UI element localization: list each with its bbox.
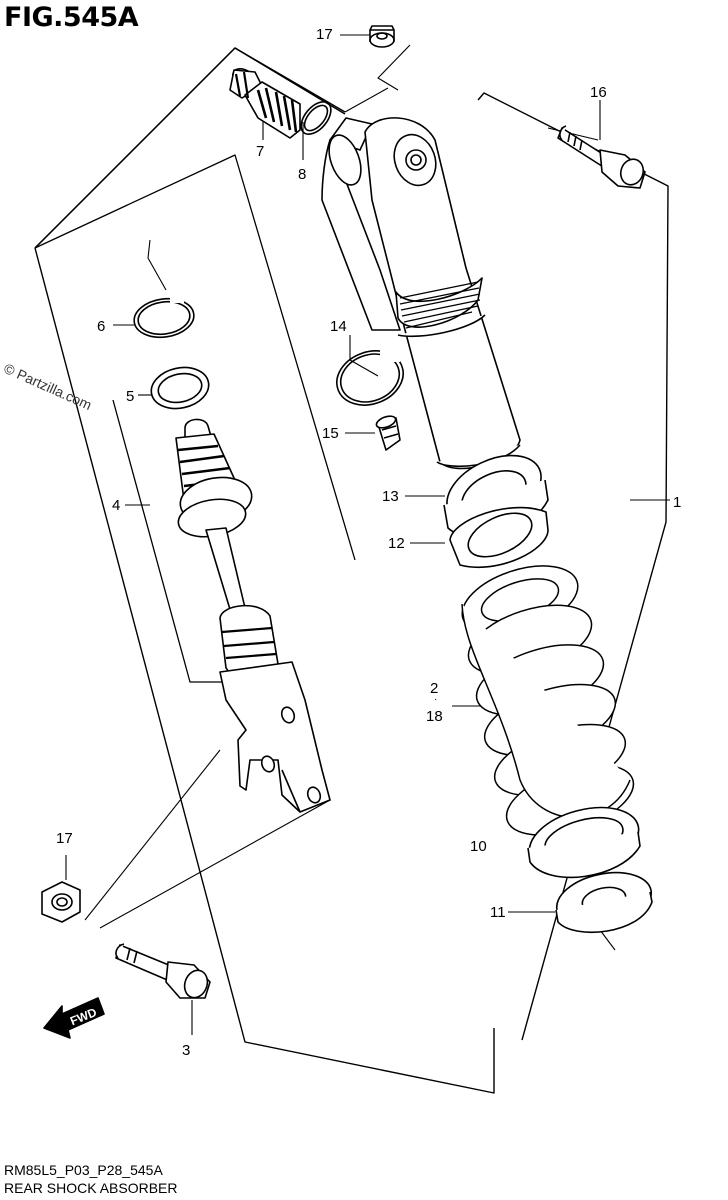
callout-12: 14 — [330, 318, 347, 335]
callout-2: 2 — [430, 680, 439, 697]
part-4-washer — [150, 366, 210, 410]
callout-4: 5 — [126, 388, 135, 405]
assembly-outline-bottom — [34, 247, 495, 1094]
callout-10: 12 — [388, 535, 405, 552]
part-13-valve-cap — [375, 415, 401, 451]
leader-lines — [65, 34, 670, 1035]
part-7-o-ring — [300, 101, 332, 135]
figure-title: FIG.545A — [4, 2, 139, 33]
part-14-bolt — [115, 943, 211, 999]
part-5-circlip — [133, 295, 195, 339]
part-6-bump-boot — [229, 68, 301, 139]
part-8-spring-seat — [527, 806, 641, 879]
part-2-spring — [461, 565, 635, 836]
assembly-outline-main — [34, 47, 346, 249]
callout-5: 6 — [97, 318, 106, 335]
figure-caption: REAR SHOCK ABSORBER — [4, 1180, 178, 1196]
callout-13: 15 — [322, 425, 339, 442]
part-17-nut — [369, 25, 395, 48]
part-3-damper-rod — [175, 418, 331, 813]
part-1-shock-body — [321, 117, 521, 470]
fwd-arrow-icon: FWD — [43, 997, 105, 1039]
subassembly-outline-left — [112, 399, 222, 683]
callout-17: 17 — [316, 26, 333, 43]
callout-8: 10 — [470, 838, 487, 855]
assembly-outline — [34, 47, 346, 249]
callout-separator: · — [434, 694, 438, 705]
part-16-nut — [41, 881, 81, 923]
part-15-bolt — [557, 125, 646, 189]
callout-11: 13 — [382, 488, 399, 505]
callout-7: 8 — [298, 166, 307, 183]
part-10-adjuster-nut — [449, 506, 549, 569]
subassembly-outline — [34, 154, 356, 561]
callout-6: 7 — [256, 143, 265, 160]
callout-1: 1 — [673, 494, 682, 511]
part-9-lower-ring — [555, 871, 653, 933]
callout-9: 11 — [490, 904, 506, 921]
callout-14: 3 — [182, 1042, 191, 1059]
figure-code: RM85L5_P03_P28_545A — [4, 1162, 163, 1178]
callout-18: 18 — [426, 708, 443, 725]
callout-3: 4 — [112, 497, 121, 514]
assembly-outline-right — [477, 92, 669, 1041]
callout-15: 16 — [590, 84, 607, 101]
callout-16: 17 — [56, 830, 73, 847]
part-12-stopper-ring — [336, 350, 404, 406]
